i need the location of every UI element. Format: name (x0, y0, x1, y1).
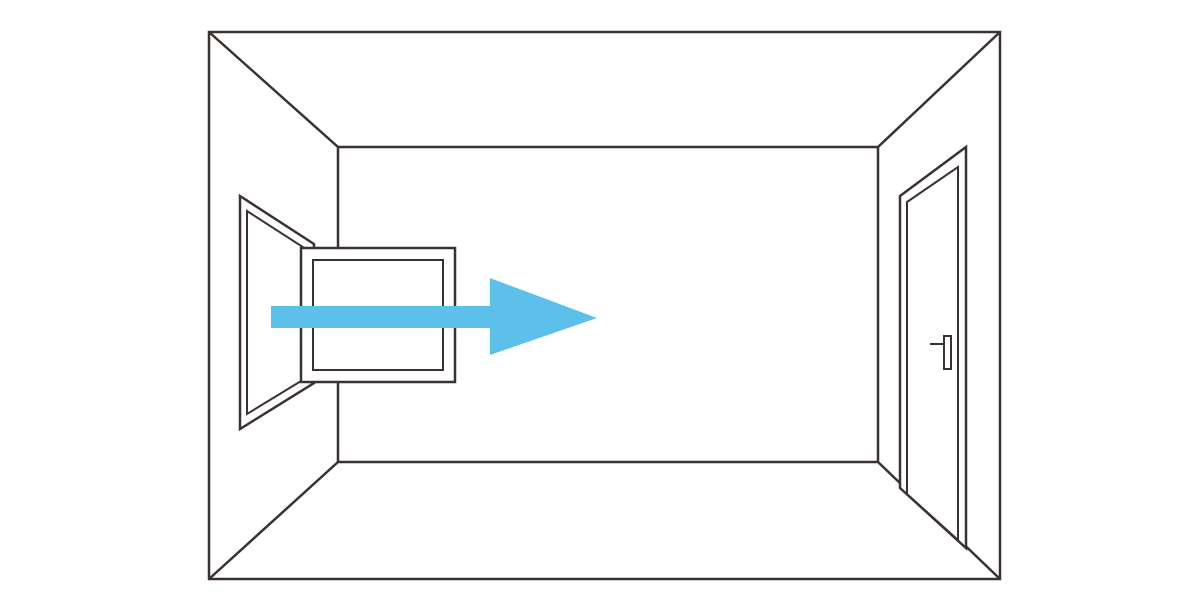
door-panel (906, 165, 959, 543)
room-edge-top-left (208, 31, 339, 148)
airflow-arrow-icon (271, 278, 597, 355)
room-edge-top-right (877, 31, 1001, 148)
room-edge-bottom-left (208, 461, 339, 580)
door (898, 144, 968, 551)
door-handle-icon (930, 335, 952, 370)
room-outer-frame (207, 30, 1002, 581)
